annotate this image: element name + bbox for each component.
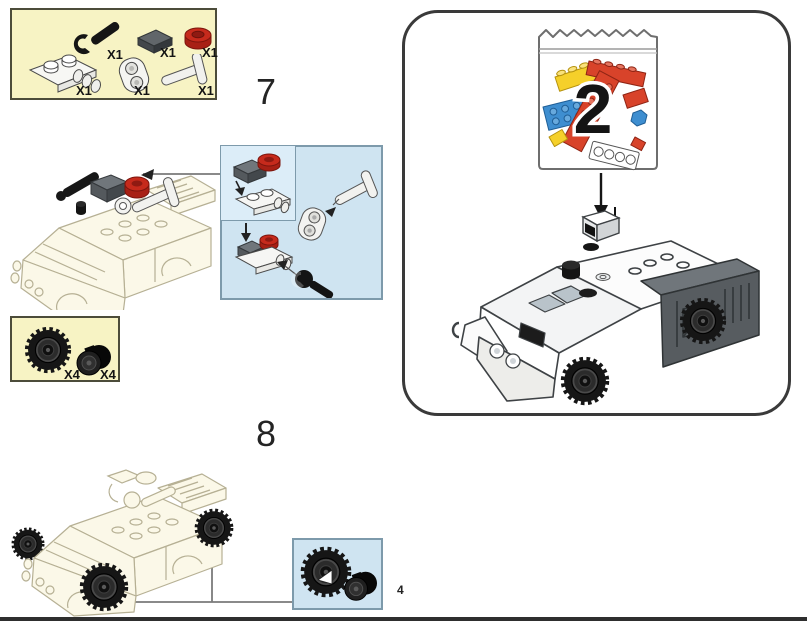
step8-callout-box [292, 538, 383, 610]
part-count: X1 [160, 45, 176, 60]
part-item [130, 22, 178, 56]
page-number: 4 [397, 583, 404, 597]
part-count: X4 [100, 367, 116, 382]
parts-bag-illustration: 2 [538, 29, 658, 171]
part-item [154, 54, 216, 96]
part-item [70, 18, 122, 58]
dark-gray-slope-tile-icon [136, 29, 174, 54]
final-model-illustration [451, 207, 760, 417]
step7-callout-box [220, 145, 383, 300]
part-count: X4 [64, 367, 80, 382]
white-clip-plate-icon [28, 54, 102, 93]
step7-assembly-illustration [10, 172, 216, 310]
parts-box-wheels: X4 X4 [10, 316, 120, 382]
final-model-turret [562, 207, 621, 298]
black-clip-bar-icon [73, 21, 120, 55]
bag-2-result-panel: 2 [402, 10, 791, 416]
step7-number: 7 [255, 71, 277, 112]
part-item [106, 54, 162, 96]
white-rotor-joint-icon [118, 57, 150, 93]
red-round-brick-icon [184, 27, 212, 50]
step7-subassembly-illustration [232, 153, 378, 298]
part-count: X1 [198, 83, 214, 98]
step8-number: 8 [255, 413, 277, 454]
part-item [180, 24, 216, 54]
bag-bricks [542, 58, 649, 171]
part-count: X1 [107, 47, 123, 62]
part-count: X1 [134, 83, 150, 98]
parts-box-step7: X1 X1 X1 [10, 8, 218, 100]
bag-number: 2 [574, 70, 613, 148]
step8-assembly-illustration [11, 469, 235, 617]
part-item [24, 48, 104, 96]
step8-wheel-illustration [294, 540, 378, 601]
white-t-bar-icon [161, 54, 208, 86]
part-count: X1 [202, 45, 218, 60]
page-bottom-rule [0, 617, 807, 621]
part-count: X1 [76, 83, 92, 98]
